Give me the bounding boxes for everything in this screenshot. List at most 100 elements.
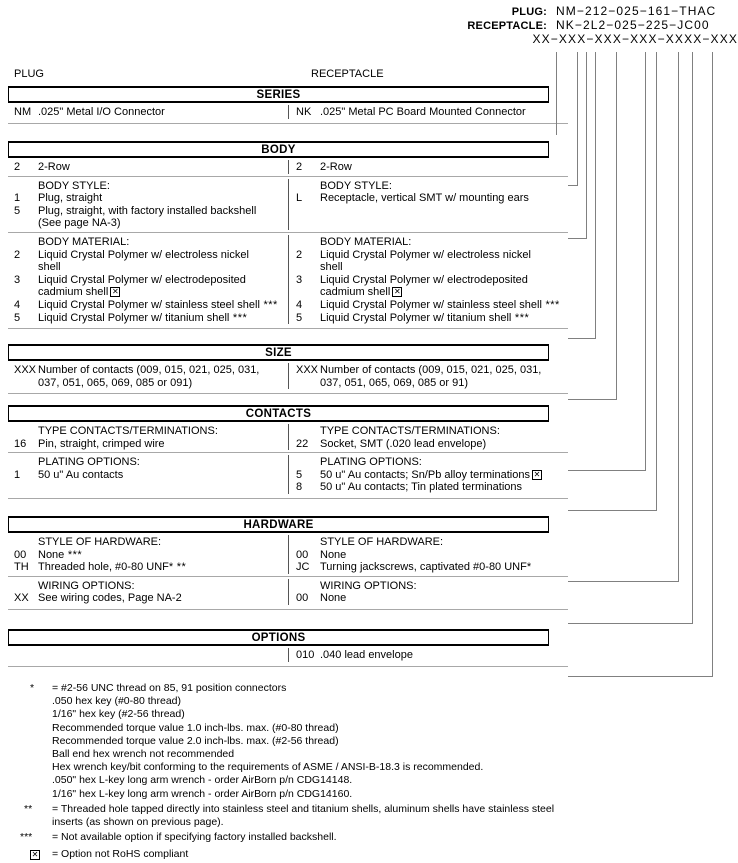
section-header-body: BODY	[8, 141, 549, 158]
group-header-right: BODY STYLE:	[320, 179, 392, 192]
option-code: 5	[14, 204, 21, 217]
option-code: 3	[14, 273, 21, 286]
option-text: 037, 051, 065, 069, 085 or 091)	[38, 376, 193, 389]
option-text: Liquid Crystal Polymer w/ stainless stee…	[38, 299, 278, 311]
leader-line-horizontal-2	[568, 185, 578, 186]
option-code: 8	[296, 481, 303, 494]
group-header-left: WIRING OPTIONS:	[38, 579, 135, 592]
group-separator	[8, 175, 568, 177]
option-text: None	[320, 548, 347, 561]
option-text: 2-Row	[38, 161, 70, 173]
footnote-text: = Not available option if specifying fac…	[52, 831, 337, 844]
option-code: 00	[296, 592, 309, 605]
column-divider	[288, 235, 289, 325]
option-text: Turning jackscrews, captivated #0-80 UNF…	[320, 561, 532, 574]
leader-line-vertical-6	[645, 52, 646, 470]
column-caption-receptacle: RECEPTACLE	[311, 68, 384, 80]
rohs-noncompliant-icon: ✕	[392, 287, 403, 298]
leader-line-vertical-1	[556, 52, 557, 135]
option-text: 2-Row	[320, 161, 352, 173]
leader-line-vertical-5	[616, 52, 617, 399]
option-text: Liquid Crystal Polymer w/ electrodeposit…	[38, 273, 246, 286]
option-text: Liquid Crystal Polymer w/ electroless ni…	[320, 248, 531, 261]
option-code: 2	[14, 248, 21, 261]
group-header-right: PLATING OPTIONS:	[320, 456, 422, 469]
footnote-marker: **	[173, 561, 187, 574]
option-code: XXX	[296, 364, 319, 376]
group-header-right: BODY MATERIAL:	[320, 236, 412, 248]
option-text: None ***	[38, 548, 83, 561]
leader-line-horizontal-9	[568, 623, 693, 624]
group-header-right: STYLE OF HARDWARE:	[320, 536, 444, 548]
footnote-text: = #2-56 UNC thread on 85, 91 position co…	[52, 682, 287, 694]
group-header-left: STYLE OF HARDWARE:	[38, 536, 162, 548]
part-number-legend: PLUG: NM−212−025−161−THAC RECEPTACLE: NK…	[455, 4, 738, 46]
group-header-left: BODY STYLE:	[38, 179, 110, 192]
group-separator	[8, 575, 568, 577]
option-text: Plug, straight, with factory installed b…	[38, 204, 257, 217]
option-code: L	[296, 192, 303, 205]
footnote-text: inserts (as shown on previous page).	[52, 816, 224, 828]
section-title: HARDWARE	[243, 518, 314, 531]
rohs-noncompliant-icon: ✕	[531, 469, 542, 480]
leader-line-horizontal-3	[568, 238, 587, 239]
group-separator	[8, 232, 568, 233]
footnote-text: .050" hex L-key long arm wrench - order …	[52, 774, 353, 787]
option-text: Number of contacts (009, 015, 021, 025, …	[38, 364, 260, 376]
option-text: None	[320, 592, 347, 605]
section-header-size: SIZE	[8, 344, 549, 361]
option-text: See wiring codes, Page NA-2	[38, 592, 182, 605]
option-code: NK	[296, 106, 312, 118]
part-number-row-receptacle: RECEPTACLE: NK−2L2−025−225−JC00	[455, 18, 738, 32]
section-header-hardware: HARDWARE	[8, 516, 549, 533]
leader-line-vertical-10	[712, 52, 713, 676]
column-divider	[288, 424, 289, 451]
column-divider	[288, 363, 289, 390]
option-code: 3	[296, 273, 303, 286]
footnote-marker: *	[30, 682, 35, 694]
option-code: 16	[14, 437, 27, 450]
leader-line-horizontal-6	[568, 470, 646, 471]
option-text: (See page NA-3)	[38, 217, 121, 230]
footnote-text: 1/16" hex key (#2-56 thread)	[52, 708, 185, 721]
group-separator	[8, 452, 568, 454]
option-text: .040 lead envelope	[320, 649, 413, 661]
footnote-marker: ***	[20, 831, 33, 844]
section-title: OPTIONS	[251, 631, 306, 644]
section-separator	[8, 122, 568, 124]
option-code: XX	[14, 592, 29, 605]
option-code: 2	[296, 161, 303, 173]
leader-line-horizontal-4	[568, 338, 596, 339]
option-code: XXX	[14, 364, 37, 376]
section-header-series: SERIES	[8, 86, 549, 103]
option-text: shell	[320, 261, 343, 274]
option-text: Liquid Crystal Polymer w/ stainless stee…	[320, 299, 560, 311]
option-text: Pin, straight, crimped wire	[38, 437, 165, 450]
footnote-marker: ***	[259, 299, 278, 311]
footnote-text: = Option not RoHS compliant	[52, 848, 189, 861]
section-title: SERIES	[256, 88, 301, 101]
plug-label: PLUG:	[511, 6, 547, 18]
section-separator	[8, 609, 568, 610]
rohs-noncompliant-icon: ✕	[110, 287, 121, 298]
footnote-marker: ***	[64, 548, 83, 561]
leader-line-horizontal-7	[568, 510, 657, 511]
receptacle-label: RECEPTACLE:	[467, 20, 547, 32]
option-text: cadmium shell✕	[38, 286, 121, 299]
group-header-right: WIRING OPTIONS:	[320, 579, 417, 592]
footnote-text: = Threaded hole tapped directly into sta…	[52, 802, 555, 815]
leader-line-horizontal-10	[568, 676, 713, 677]
rohs-noncompliant-icon: ✕	[30, 850, 40, 861]
footnote-marker: ***	[511, 311, 530, 324]
column-divider	[288, 105, 289, 119]
column-divider	[288, 178, 289, 230]
group-header-left: TYPE CONTACTS/TERMINATIONS:	[38, 425, 218, 437]
leader-line-horizontal-8	[568, 581, 679, 582]
option-code: TH	[14, 561, 29, 574]
option-text: Liquid Crystal Polymer w/ titanium shell…	[38, 311, 248, 324]
option-code: 1	[14, 192, 21, 205]
leader-line-vertical-2	[577, 52, 578, 185]
section-header-options: OPTIONS	[8, 629, 549, 646]
option-text: shell	[38, 261, 61, 274]
